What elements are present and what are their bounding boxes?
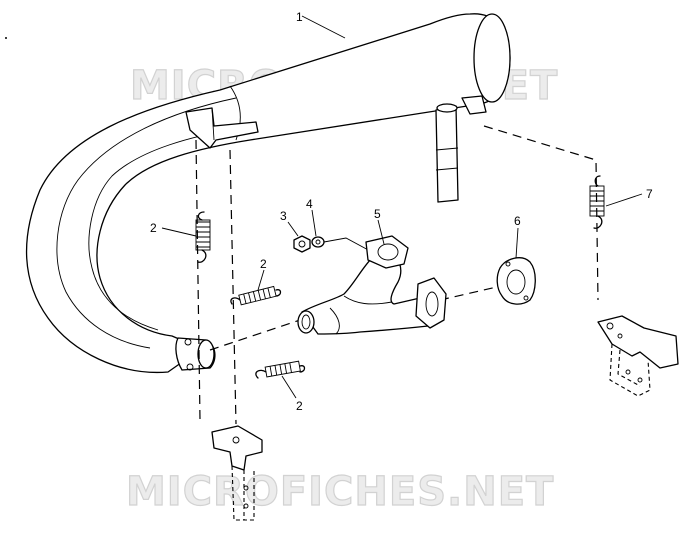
y-pipe-manifold-icon: [297, 235, 447, 335]
coil-spring-icon: [230, 285, 282, 306]
scan-dot: [5, 37, 7, 39]
coil-spring-icon: [195, 211, 211, 263]
tailpipe-icon: [435, 95, 487, 203]
coil-spring-icon: [255, 360, 306, 379]
coil-spring-icon: [589, 175, 605, 229]
mount-bracket-icon: [211, 425, 263, 521]
callout-2-mid: 2: [260, 257, 267, 271]
hex-nut-icon: [293, 235, 311, 253]
flange-gasket-icon: [496, 257, 536, 305]
callout-7: 7: [646, 187, 653, 201]
muffler-bracket-left-icon: [185, 107, 259, 149]
mount-bracket-icon: [597, 315, 679, 397]
watermark-bottom: MICROFICHES.NET: [126, 469, 554, 515]
muffler-icon: [25, 13, 511, 374]
callout-2-lower: 2: [296, 399, 303, 413]
callout-3: 3: [280, 209, 287, 223]
callout-6: 6: [514, 214, 521, 228]
callout-5: 5: [374, 207, 381, 221]
washer-icon: [311, 236, 325, 248]
callout-4: 4: [306, 197, 313, 211]
callout-1: 1: [296, 10, 303, 24]
callout-2-upper: 2: [150, 221, 157, 235]
